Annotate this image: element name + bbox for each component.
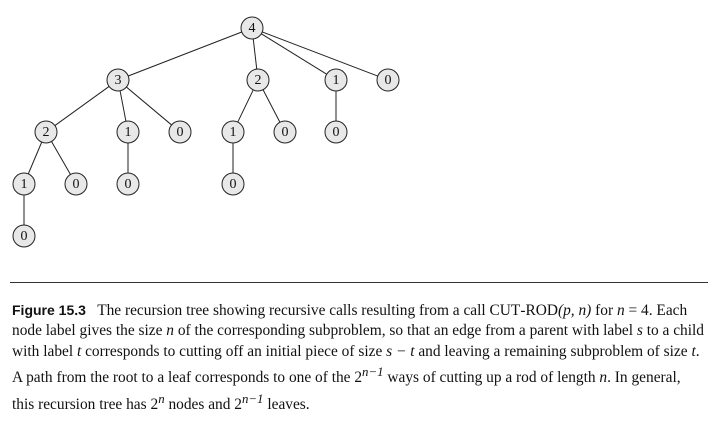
tree-node-circle	[376, 68, 400, 92]
tree-edges	[23, 31, 378, 225]
tree-edge	[262, 89, 281, 123]
tree-node-circle	[116, 172, 140, 196]
tree-node: 4	[240, 16, 264, 40]
tree-node-circle	[106, 68, 130, 92]
tree-node-label: 0	[282, 125, 289, 140]
tree-node-label: 0	[333, 125, 340, 140]
tree-node-label: 4	[249, 21, 256, 36]
caption-rule	[10, 282, 708, 283]
tree-edge	[51, 141, 71, 175]
tree-node: 1	[221, 120, 245, 144]
tree-node-label: 0	[230, 177, 237, 192]
figure-label: Figure 15.3	[12, 302, 86, 318]
tree-edge	[252, 38, 258, 70]
tree-node-circle	[34, 120, 58, 144]
recursion-tree: 4 3 2 1 0 2 1 0 1 0 0 1 0 0 0 0	[12, 16, 400, 248]
tree-node: 0	[376, 68, 400, 92]
tree-node: 2	[246, 68, 270, 92]
tree-node-circle	[240, 16, 264, 40]
tree-edge	[119, 90, 127, 122]
tree-node-label: 0	[385, 73, 392, 88]
tree-node-circle	[12, 224, 36, 248]
tree-node-label: 1	[125, 125, 132, 140]
tree-node-label: 0	[177, 125, 184, 140]
tree-node: 0	[221, 172, 245, 196]
tree-edge	[237, 89, 254, 123]
tree-node-label: 1	[333, 73, 340, 88]
tree-edge	[262, 31, 378, 77]
tree-node-circle	[168, 120, 192, 144]
tree-node-label: 0	[21, 229, 28, 244]
tree-node-label: 1	[21, 177, 28, 192]
tree-node-circle	[221, 120, 245, 144]
cut-rod-args: (p, n)	[557, 302, 592, 319]
tree-edge	[128, 31, 242, 77]
tree-nodes: 4 3 2 1 0 2 1 0 1 0 0 1 0 0 0 0	[12, 16, 400, 248]
figure-caption: Figure 15.3 The recursion tree showing r…	[12, 302, 704, 413]
tree-node-circle	[324, 68, 348, 92]
cut-rod-name: CUT-ROD	[489, 302, 558, 319]
tree-node-label: 0	[125, 177, 132, 192]
tree-node: 3	[106, 68, 130, 92]
tree-node-circle	[116, 120, 140, 144]
tree-node-circle	[12, 172, 36, 196]
tree-node-circle	[64, 172, 88, 196]
tree-edge	[261, 33, 327, 75]
tree-node-label: 1	[230, 125, 237, 140]
tree-node-label: 2	[255, 73, 262, 88]
tree-node-circle	[246, 68, 270, 92]
tree-edge	[54, 86, 110, 126]
tree-node: 1	[12, 172, 36, 196]
caption-text: The recursion tree showing recursive cal…	[97, 302, 490, 319]
tree-node: 0	[64, 172, 88, 196]
tree-node: 0	[273, 120, 297, 144]
tree-node: 0	[116, 172, 140, 196]
tree-node-label: 0	[73, 177, 80, 192]
tree-node: 0	[324, 120, 348, 144]
tree-node-circle	[221, 172, 245, 196]
tree-edge	[27, 141, 43, 175]
tree-edge	[126, 86, 172, 126]
tree-node-circle	[273, 120, 297, 144]
tree-node: 0	[12, 224, 36, 248]
tree-node-circle	[324, 120, 348, 144]
tree-node: 2	[34, 120, 58, 144]
tree-node: 1	[324, 68, 348, 92]
tree-node-label: 2	[43, 125, 50, 140]
tree-node: 1	[116, 120, 140, 144]
tree-node-label: 3	[115, 73, 122, 88]
tree-node: 0	[168, 120, 192, 144]
